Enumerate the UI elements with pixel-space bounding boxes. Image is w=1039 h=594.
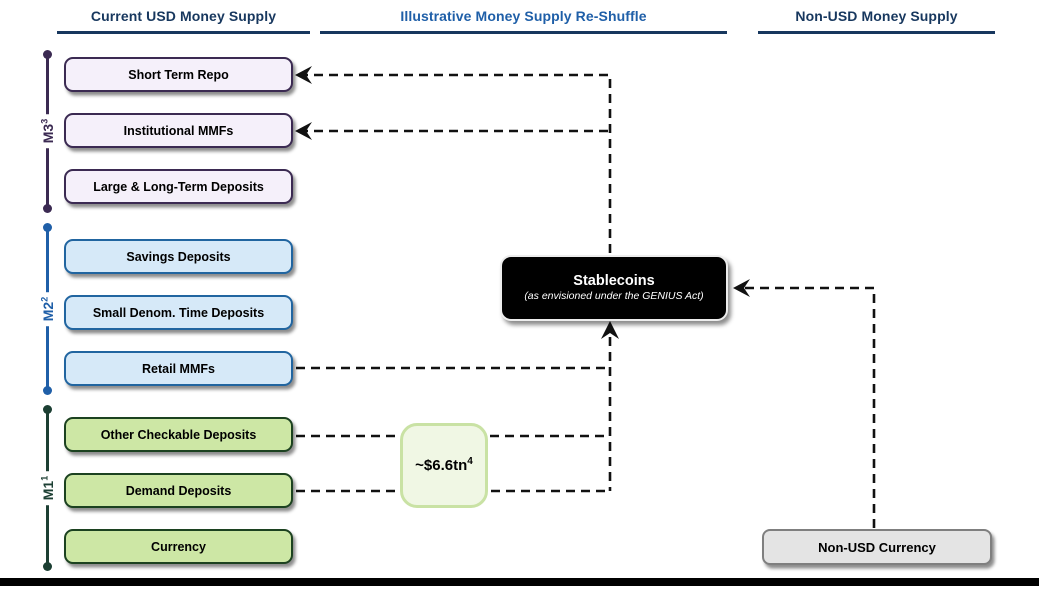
box-large-long-term-deposits: Large & Long-Term Deposits <box>64 169 293 204</box>
box-savings-deposits: Savings Deposits <box>64 239 293 274</box>
box-small-denom-time-deposits: Small Denom. Time Deposits <box>64 295 293 330</box>
stablecoins-title: Stablecoins <box>573 273 655 290</box>
box-non-usd-currency: Non-USD Currency <box>762 529 992 565</box>
amount-value: ~$6.6tn <box>415 457 468 474</box>
bracket-m2-dot-bottom <box>43 386 52 395</box>
bracket-m3-dot-bottom <box>43 204 52 213</box>
box-institutional-mmfs: Institutional MMFs <box>64 113 293 148</box>
label-m2: M22 <box>39 291 56 327</box>
amount-footnote: 4 <box>467 456 473 467</box>
arrowhead-stablecoins-right <box>733 279 750 297</box>
amount-callout: ~$6.6tn4 <box>400 423 488 508</box>
connector-from-non-usd <box>737 286 876 528</box>
bracket-m1-dot-bottom <box>43 562 52 571</box>
header-current-usd: Current USD Money Supply <box>57 8 310 34</box>
box-other-checkable-deposits: Other Checkable Deposits <box>64 417 293 452</box>
bottom-rule <box>0 578 1039 586</box>
box-stablecoins: Stablecoins (as envisioned under the GEN… <box>500 255 728 321</box>
arrowhead-short-term-repo <box>295 66 312 84</box>
bracket-m1-dot-top <box>43 405 52 414</box>
header-non-usd: Non-USD Money Supply <box>758 8 995 34</box>
label-m1: M11 <box>39 470 56 506</box>
box-retail-mmfs: Retail MMFs <box>64 351 293 386</box>
stablecoins-subtitle: (as envisioned under the GENIUS Act) <box>524 290 704 303</box>
arrowhead-institutional-mmfs <box>295 122 312 140</box>
box-demand-deposits: Demand Deposits <box>64 473 293 508</box>
header-reshuffle: Illustrative Money Supply Re-Shuffle <box>320 8 727 34</box>
bracket-m2-dot-top <box>43 223 52 232</box>
bracket-m3-dot-top <box>43 50 52 59</box>
box-short-term-repo: Short Term Repo <box>64 57 293 92</box>
connector-to-short-term-repo <box>299 73 612 253</box>
arrowhead-stablecoins-bottom <box>601 321 619 339</box>
box-currency: Currency <box>64 529 293 564</box>
label-m3: M33 <box>39 113 56 149</box>
